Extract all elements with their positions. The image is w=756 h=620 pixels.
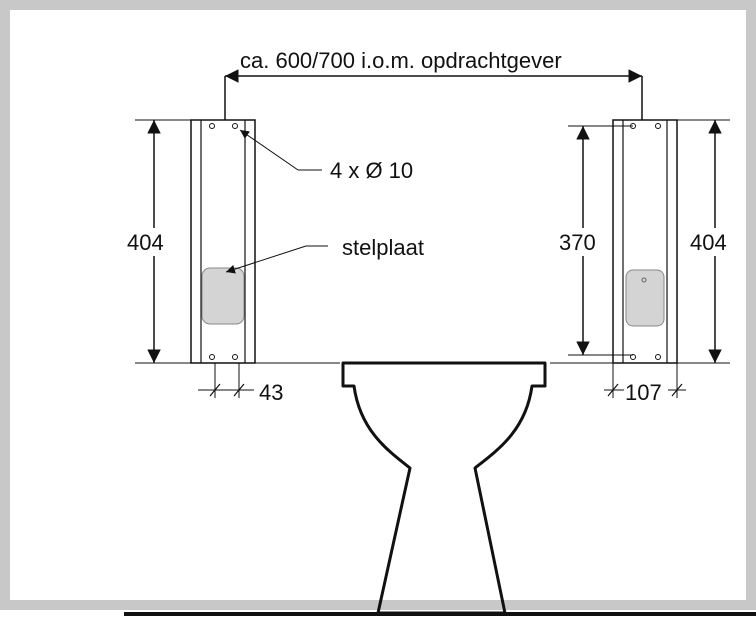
right-inner-height-label: 370 <box>559 230 596 255</box>
left-width-label: 43 <box>259 380 283 405</box>
toilet-bowl <box>341 361 547 615</box>
right-inner-height-dimension: 370 <box>556 125 633 356</box>
right-height-label: 404 <box>690 230 727 255</box>
left-width-dimension: 43 <box>198 363 283 405</box>
width-dimension: ca. 600/700 i.o.m. opdrachtgever <box>224 48 643 120</box>
fixing-holes-callout: 4 x Ø 10 <box>239 129 413 183</box>
width-label: ca. 600/700 i.o.m. opdrachtgever <box>240 48 562 73</box>
left-mounting-plate <box>201 267 245 325</box>
right-mounting-plate <box>625 269 665 327</box>
right-mounting-profile <box>612 119 678 364</box>
mounting-plate-callout: stelplaat <box>225 235 424 274</box>
mounting-plate-label: stelplaat <box>342 235 424 260</box>
fixing-holes-label: 4 x Ø 10 <box>330 158 413 183</box>
right-height-dimension: 404 <box>550 119 740 364</box>
left-height-dimension: 404 <box>126 119 340 364</box>
left-height-label: 404 <box>127 230 164 255</box>
right-width-label: 107 <box>625 380 662 405</box>
left-mounting-profile <box>190 119 256 364</box>
toilet-mounting-drawing: ca. 600/700 i.o.m. opdrachtgever 404 4 x… <box>124 48 756 616</box>
right-width-dimension: 107 <box>604 363 686 405</box>
